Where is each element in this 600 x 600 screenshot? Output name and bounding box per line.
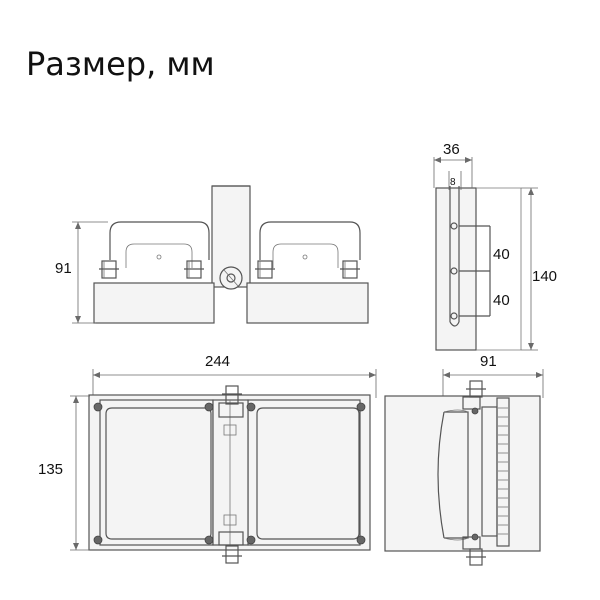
side-segment-1-label: 40: [493, 246, 510, 263]
right-front-bolt-1: [255, 260, 275, 279]
side-profile-frame: [384, 395, 541, 552]
left-inner-cable: [125, 243, 193, 268]
heat-sink-fins-frame: [496, 397, 510, 547]
right-front-bolt-2: [340, 260, 360, 279]
left-cable-loop: [109, 221, 210, 260]
right-window: [256, 407, 360, 540]
page-title: Размер, мм: [26, 45, 215, 83]
left-front-bolt-1: [99, 260, 119, 279]
top-side-view: 36 8 140 40 40: [433, 141, 557, 351]
front-height-label: 91: [55, 260, 72, 277]
left-front-bolt-2: [184, 260, 204, 279]
front-pivot-hole: [226, 273, 236, 283]
center-mount-plate: [212, 399, 249, 546]
right-screw: [302, 254, 308, 260]
front-corner-bolts: [93, 402, 366, 545]
right-lamp-housing: [246, 282, 369, 324]
bottom-side-width-label: 91: [480, 353, 497, 370]
side-small-label: 8: [450, 177, 456, 188]
front-width-label: 244: [205, 353, 230, 370]
bottom-front-view: 244: [38, 353, 377, 564]
side-segment-2-label: 40: [493, 292, 510, 309]
side-height-label: 140: [532, 268, 557, 285]
side-width-label: 36: [443, 141, 460, 158]
left-screw: [156, 254, 162, 260]
left-lamp-housing: [93, 282, 215, 324]
bottom-side-view: 91: [384, 353, 544, 566]
top-front-view: 91: [55, 185, 369, 324]
bottom-height-label: 135: [38, 461, 63, 478]
right-inner-cable: [272, 243, 339, 268]
right-cable-loop: [259, 221, 361, 260]
